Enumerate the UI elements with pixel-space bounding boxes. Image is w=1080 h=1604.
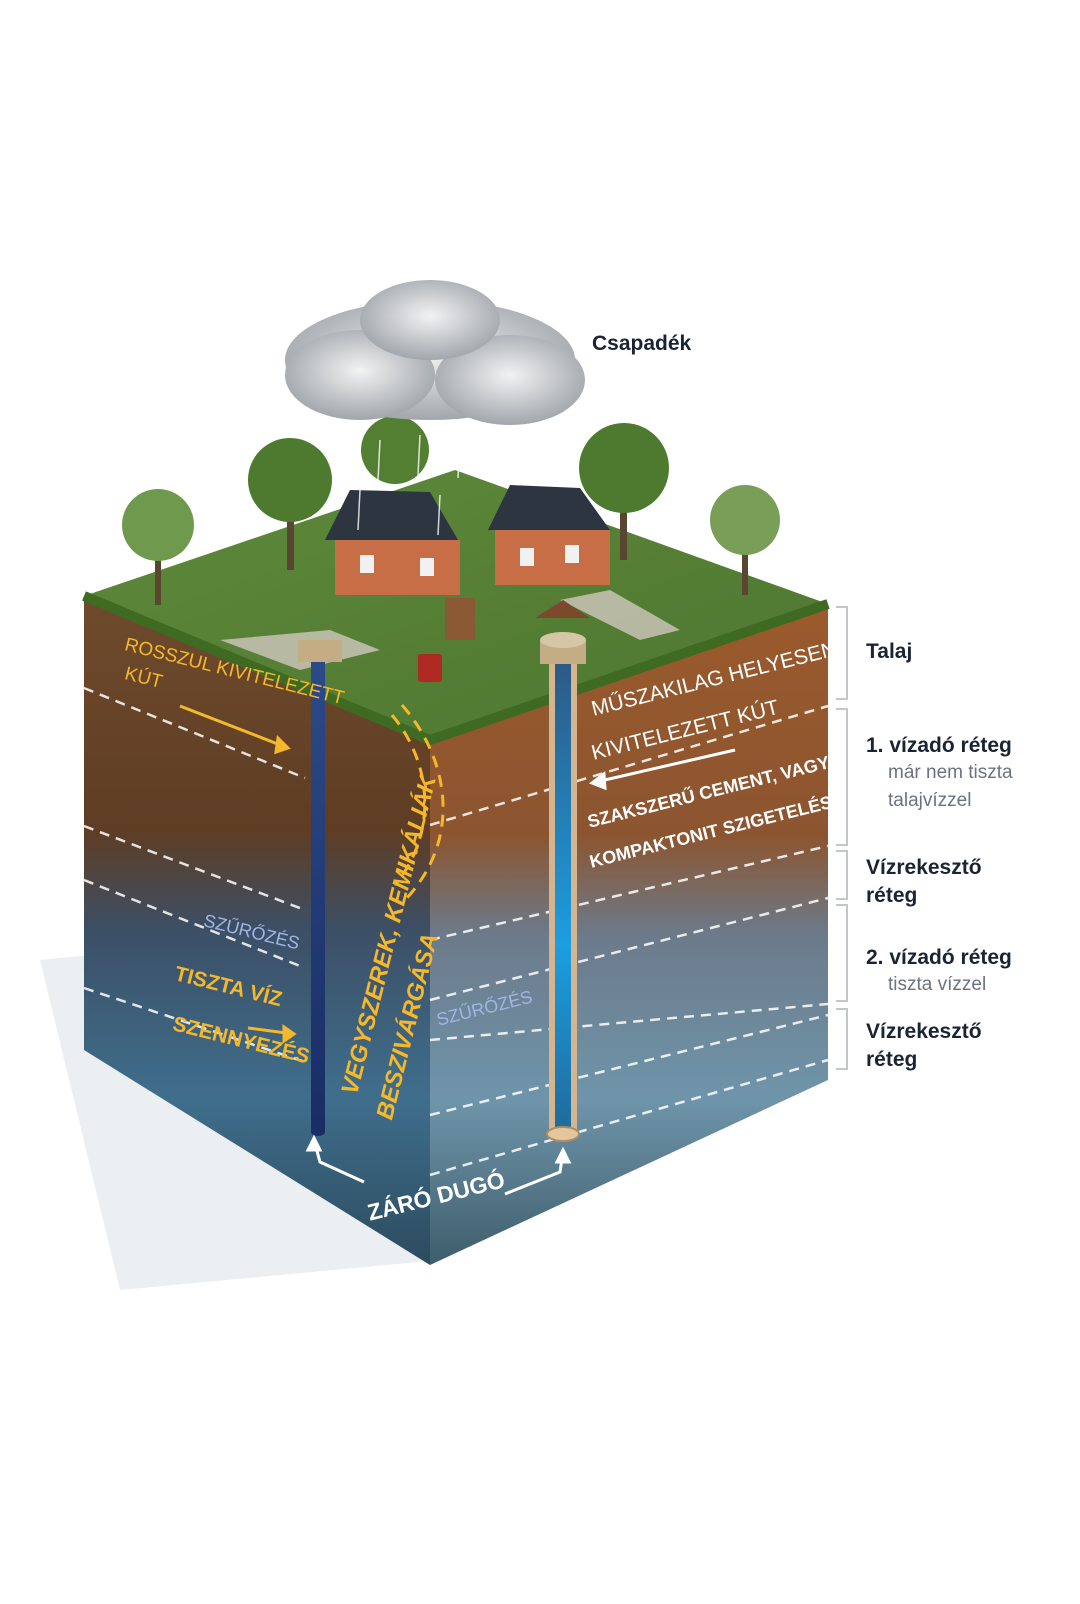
trees xyxy=(122,416,780,605)
soil-bracket xyxy=(836,606,848,700)
aquifer2-title: 2. vízadó réteg xyxy=(866,946,1012,969)
right-face xyxy=(430,604,828,1265)
outhouse xyxy=(445,598,475,640)
soil-label: Talaj xyxy=(866,640,913,663)
bad-well xyxy=(298,640,342,1136)
aquifer1-title: 1. vízadó réteg xyxy=(866,734,1012,757)
precipitation-label: Csapadék xyxy=(592,332,692,355)
aquitard2-label-1: Vízrekesztő xyxy=(866,1020,982,1043)
aquifer2-bracket xyxy=(836,904,848,1002)
aquifer1-sub2: talajvízzel xyxy=(888,790,972,811)
seepage-curves xyxy=(390,704,445,902)
front-face xyxy=(84,596,430,1265)
aquifer1-bracket xyxy=(836,708,848,846)
aquitard1-label-1: Vízrekesztő xyxy=(866,856,982,879)
good-well xyxy=(535,600,590,1142)
aquitard1-label-2: réteg xyxy=(866,884,918,907)
arrows-yellow xyxy=(179,704,297,1044)
aquifer1-sub1: már nem tiszta xyxy=(888,762,1013,783)
arrows-white xyxy=(305,748,736,1196)
rain-cloud xyxy=(285,280,585,425)
aquitard1-bracket xyxy=(836,850,848,900)
aquifer2-sub: tiszta vízzel xyxy=(888,974,987,995)
aquitard2-bracket xyxy=(836,1008,848,1070)
aquitard2-label-2: réteg xyxy=(866,1048,918,1071)
barrel xyxy=(418,654,442,682)
houses xyxy=(325,485,610,595)
